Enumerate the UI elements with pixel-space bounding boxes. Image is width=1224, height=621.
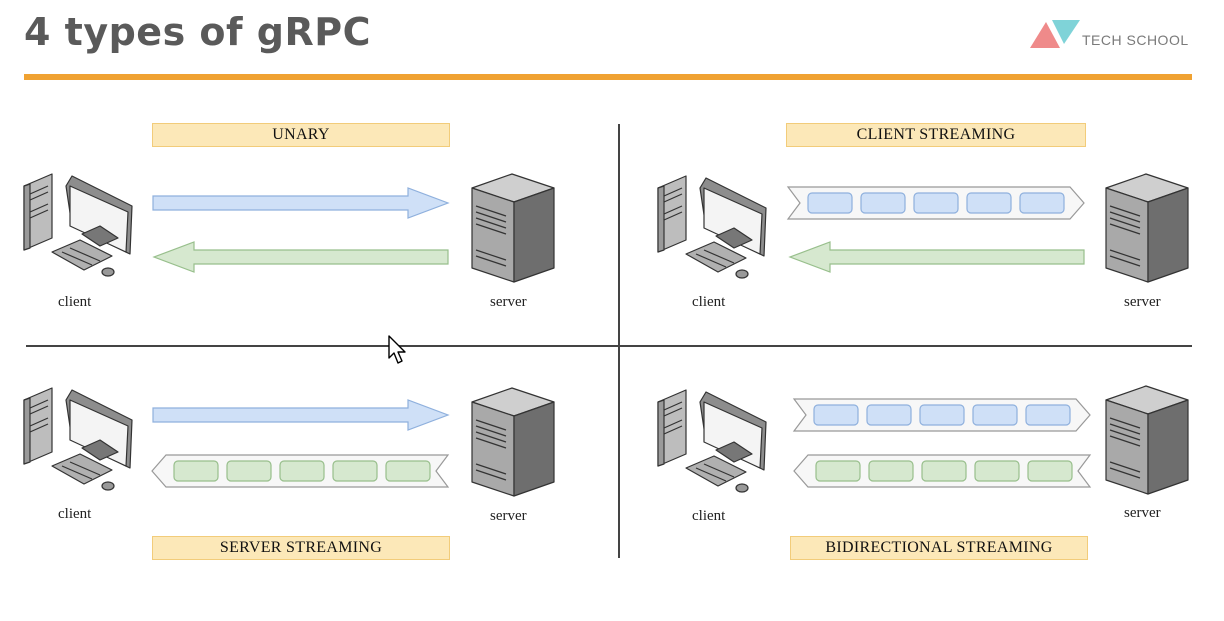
vertical-divider (618, 124, 620, 558)
request-stream-right (792, 398, 1091, 432)
response-stream-left (151, 454, 450, 488)
client-computer-icon (657, 175, 767, 279)
mouse-cursor-icon (388, 335, 406, 364)
response-arrow-left (152, 241, 449, 273)
server-tower-icon (471, 173, 555, 283)
server-caption: server (490, 294, 527, 310)
request-arrow-right (152, 399, 450, 431)
client-caption: client (692, 508, 726, 524)
request-stream-right (786, 186, 1085, 220)
title-underline (24, 74, 1192, 80)
horizontal-divider (26, 345, 1192, 347)
server-caption: server (1124, 294, 1161, 310)
response-stream-left (793, 454, 1092, 488)
server-tower-icon (471, 387, 555, 497)
client-computer-icon (23, 173, 133, 277)
client-caption: client (692, 294, 726, 310)
request-arrow-right (152, 187, 450, 219)
server-tower-icon (1105, 173, 1189, 283)
tech-school-logo-icon (1030, 20, 1080, 48)
client-streaming-label: CLIENT STREAMING (786, 123, 1086, 147)
unary-label: UNARY (152, 123, 450, 147)
server-tower-icon (1105, 385, 1189, 495)
server-streaming-label: SERVER STREAMING (152, 536, 450, 560)
slide-title: 4 types of gRPC (24, 10, 371, 54)
response-arrow-left (788, 241, 1085, 273)
client-caption: client (58, 294, 92, 310)
client-caption: client (58, 506, 92, 522)
client-computer-icon (23, 387, 133, 491)
server-caption: server (490, 508, 527, 524)
server-caption: server (1124, 505, 1161, 521)
bidirectional-streaming-label: BIDIRECTIONAL STREAMING (790, 536, 1088, 560)
client-computer-icon (657, 389, 767, 493)
logo-text: TECH SCHOOL (1082, 32, 1189, 48)
